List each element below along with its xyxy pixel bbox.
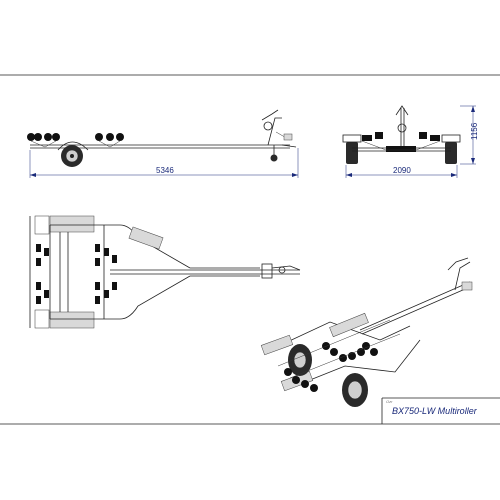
height-dimension: 1156 — [470, 122, 479, 140]
length-dimension: 5346 — [156, 166, 174, 175]
isometric-view — [260, 257, 473, 407]
front-view — [342, 105, 476, 178]
side-view — [27, 109, 299, 178]
brand-label: Ozr — [386, 399, 393, 404]
width-dimension: 2090 — [393, 166, 411, 175]
model-name: BX750-LW Multiroller — [392, 406, 477, 416]
top-view — [29, 215, 301, 329]
